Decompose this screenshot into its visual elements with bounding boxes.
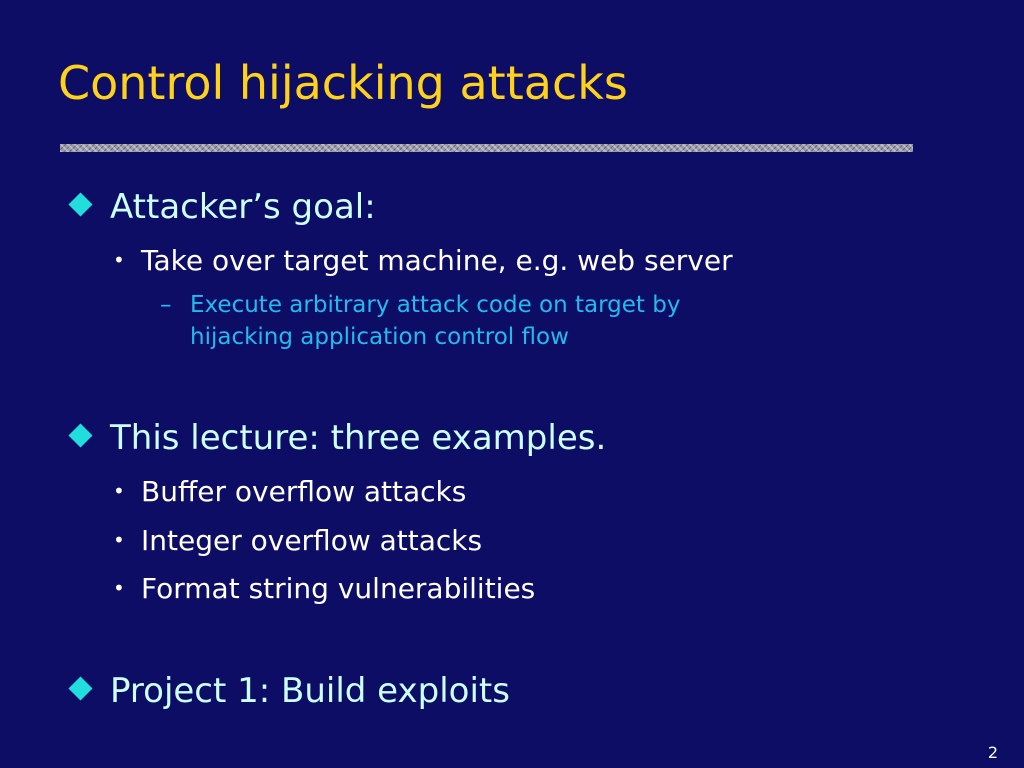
sub-sub-bullet-item: –Execute arbitrary attack code on target…: [160, 289, 790, 353]
diamond-bullet-icon: [68, 192, 93, 217]
bullet-text: Attacker’s goal:: [110, 187, 376, 227]
sub-bullet-text: Buffer overflow attacks: [141, 475, 467, 508]
bullet-item: Attacker’s goal:: [66, 187, 376, 227]
dash-bullet-icon: –: [160, 292, 172, 318]
bullet-item: This lecture: three examples.: [66, 418, 607, 458]
diamond-bullet-icon: [68, 676, 93, 701]
slide-title: Control hijacking attacks: [58, 56, 628, 110]
sub-bullet-item: • Buffer overflow attacks: [113, 475, 467, 508]
bullet-item: Project 1: Build exploits: [66, 671, 510, 711]
dot-bullet-icon: •: [113, 527, 125, 552]
dot-bullet-icon: •: [113, 575, 125, 600]
bullet-text: This lecture: three examples.: [110, 418, 607, 458]
title-divider: [60, 144, 913, 152]
diamond-bullet-icon: [68, 423, 93, 448]
slide-number: 2: [987, 743, 998, 762]
sub-sub-bullet-text: Execute arbitrary attack code on target …: [190, 292, 681, 351]
sub-bullet-text: Take over target machine, e.g. web serve…: [141, 244, 733, 277]
sub-bullet-item: • Format string vulnerabilities: [113, 572, 536, 605]
sub-bullet-item: • Take over target machine, e.g. web serv…: [113, 244, 733, 277]
sub-bullet-item: • Integer overflow attacks: [113, 524, 483, 557]
dot-bullet-icon: •: [113, 247, 125, 272]
dot-bullet-icon: •: [113, 478, 125, 503]
bullet-text: Project 1: Build exploits: [110, 671, 510, 711]
sub-bullet-text: Format string vulnerabilities: [141, 572, 536, 605]
sub-bullet-text: Integer overflow attacks: [141, 524, 483, 557]
